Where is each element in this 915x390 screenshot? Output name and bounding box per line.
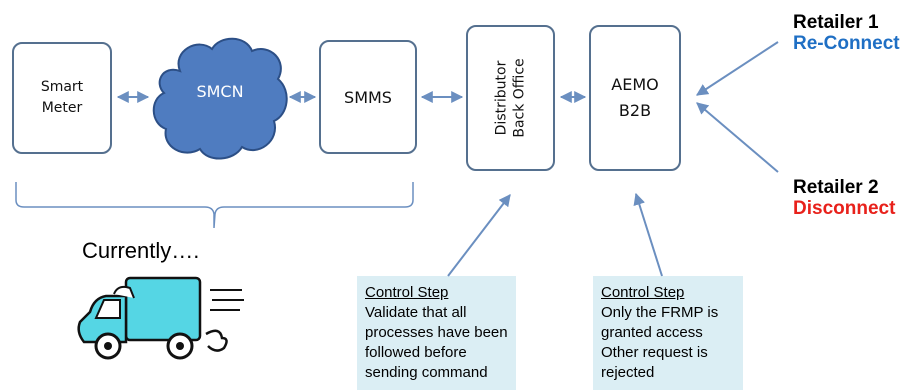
aemo-label-line1: AEMO bbox=[611, 75, 659, 94]
distributor-back-office-box: Distributor Back Office bbox=[466, 25, 555, 171]
control-step-line: Validate that all bbox=[365, 304, 467, 321]
control-step-1-arrow bbox=[447, 194, 511, 277]
control-step-line: Other request is bbox=[601, 344, 708, 361]
retailer-2-arrow bbox=[696, 102, 779, 173]
retailer-1-arrow bbox=[695, 41, 779, 96]
retailer-1-action: Re-Connect bbox=[793, 33, 900, 54]
aemo-b2b-box: AEMO B2B bbox=[589, 25, 681, 171]
control-step-heading: Control Step bbox=[601, 284, 685, 301]
control-step-distributor: Control Step Validate that all processes… bbox=[357, 276, 516, 390]
control-step-heading: Control Step bbox=[365, 284, 449, 301]
control-step-line: sending command bbox=[365, 364, 488, 381]
retailer-1: Retailer 1 Re-Connect bbox=[793, 12, 900, 54]
retailer-2-action: Disconnect bbox=[793, 198, 896, 219]
delivery-truck-icon bbox=[77, 276, 244, 360]
smcn-cloud-icon bbox=[152, 37, 288, 160]
retailer-1-name: Retailer 1 bbox=[793, 12, 879, 33]
retailer-2-name: Retailer 2 bbox=[793, 177, 879, 198]
smms-box: SMMS bbox=[319, 40, 417, 154]
scope-brace bbox=[15, 182, 414, 229]
control-step-line: rejected bbox=[601, 364, 655, 381]
control-step-aemo: Control Step Only the FRMP is granted ac… bbox=[593, 276, 743, 390]
smart-meter-label-line2: Meter bbox=[41, 100, 83, 116]
currently-label: Currently…. bbox=[82, 238, 200, 263]
smcn-label: SMCN bbox=[196, 82, 244, 101]
control-step-2-arrow bbox=[633, 192, 663, 277]
smms-label: SMMS bbox=[344, 87, 392, 107]
control-step-line: processes have been bbox=[365, 324, 508, 341]
control-step-line: granted access bbox=[601, 324, 703, 341]
retailer-2: Retailer 2 Disconnect bbox=[793, 177, 895, 219]
smart-meter-box: Smart Meter bbox=[12, 42, 112, 154]
aemo-label-line2: B2B bbox=[618, 101, 652, 120]
control-step-line: followed before bbox=[365, 344, 467, 361]
smart-meter-label-line1: Smart bbox=[40, 79, 84, 95]
control-step-line: Only the FRMP is bbox=[601, 304, 719, 321]
